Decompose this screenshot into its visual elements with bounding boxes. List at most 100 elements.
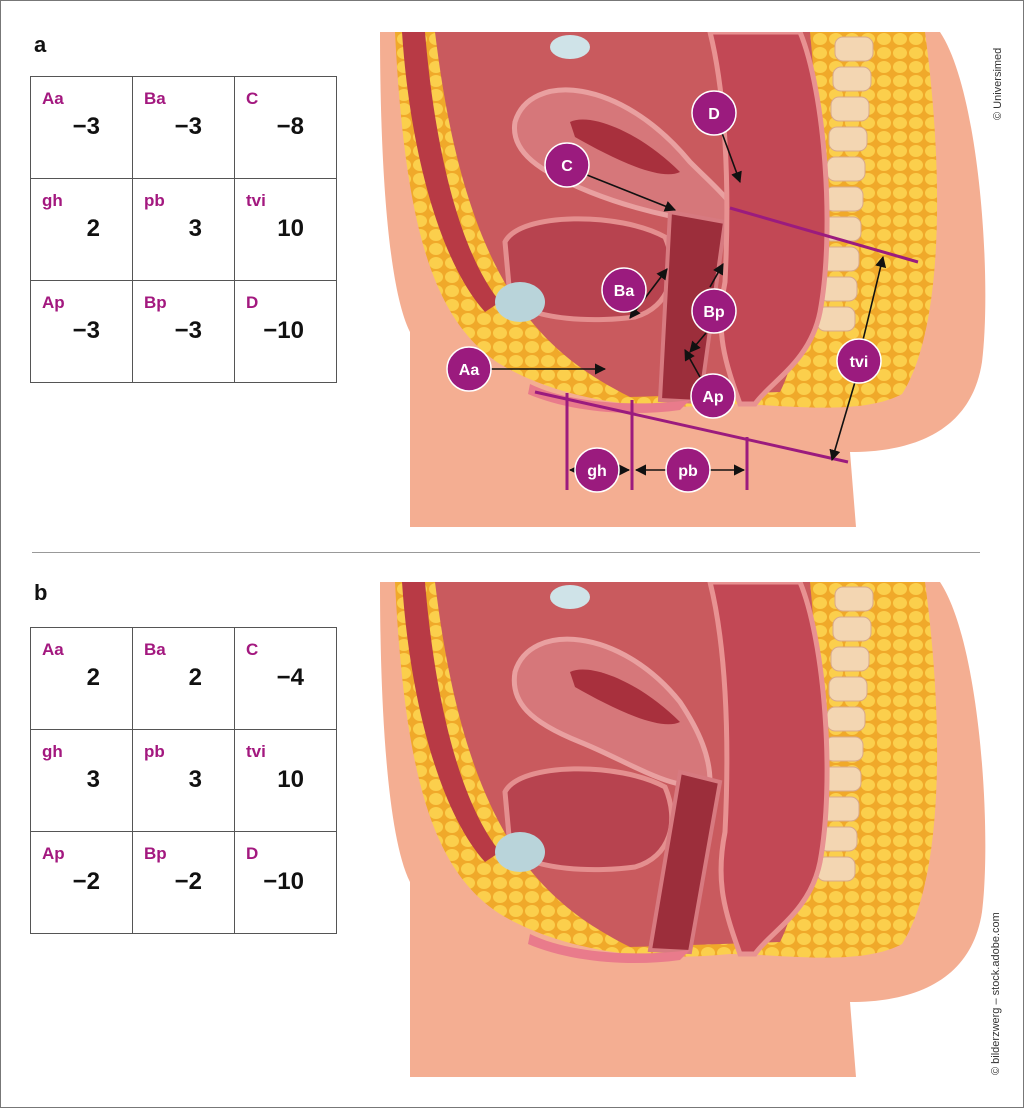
credit-universimed: © Universimed <box>992 47 1004 120</box>
cell-value: −3 <box>72 113 100 140</box>
cell-value: 2 <box>188 664 202 691</box>
marker-circle <box>601 267 647 313</box>
measure-line <box>721 132 742 184</box>
cell-value: −3 <box>174 317 202 344</box>
cell-label: gh <box>42 191 63 210</box>
cell-value: −3 <box>72 317 100 344</box>
cell-label: pb <box>144 742 165 761</box>
marker-label: D <box>708 106 720 123</box>
marker-circle <box>691 90 737 136</box>
marker-c: C <box>544 142 590 188</box>
cell-value: 3 <box>188 766 202 793</box>
cell-value: 3 <box>86 766 100 793</box>
pop-q-cell: D−10 <box>234 280 337 383</box>
vertebra <box>828 126 868 152</box>
cell-label: Aa <box>42 89 64 108</box>
rectum <box>707 582 830 957</box>
cell-value: −10 <box>263 317 304 344</box>
pubic-bone <box>495 832 545 872</box>
cell-value: −10 <box>263 868 304 895</box>
cell-label: Aa <box>42 640 64 659</box>
ovary <box>550 35 590 59</box>
cell-label: Ap <box>42 844 65 863</box>
cell-value: 10 <box>277 215 304 242</box>
credit-stock: © bilderzwerg – stock.adobe.com <box>990 912 1002 1075</box>
cell-value: −2 <box>72 868 100 895</box>
measure-line <box>586 174 677 212</box>
marker-ba: Ba <box>601 267 647 313</box>
cell-label: Ba <box>144 640 166 659</box>
marker-label: Ap <box>702 389 724 406</box>
marker-circle <box>574 447 620 493</box>
marker-ap: Ap <box>690 373 736 419</box>
marker-circle <box>836 338 882 384</box>
cell-label: Bp <box>144 293 167 312</box>
marker-label: tvi <box>850 354 869 371</box>
panel-a-letter: a <box>34 32 47 57</box>
marker-label: Ba <box>614 283 635 300</box>
vertebra <box>832 616 872 642</box>
pop-q-cell: tvi 10 <box>234 178 337 281</box>
marker-label: Aa <box>459 362 480 379</box>
measure-line <box>689 332 707 353</box>
perineum <box>528 934 690 964</box>
panel-divider <box>32 552 980 553</box>
pop-q-cell: Ba−3 <box>132 76 235 179</box>
cell-value: −3 <box>174 113 202 140</box>
cell-value: 3 <box>188 215 202 242</box>
marker-d: D <box>691 90 737 136</box>
uterine-cavity <box>570 669 680 725</box>
cell-label: Ap <box>42 293 65 312</box>
cell-label: D <box>246 844 259 863</box>
pop-q-cell: Aa −3 <box>30 76 133 179</box>
pop-q-cell: Ap −2 <box>30 831 133 934</box>
abdominal-muscle <box>402 32 500 312</box>
vertebra <box>834 36 874 62</box>
cell-label: tvi <box>246 191 266 210</box>
cell-value: 2 <box>86 215 100 242</box>
anatomy-illustration-b <box>380 582 986 1077</box>
marker-label: Bp <box>703 304 725 321</box>
pop-q-cell: Bp −2 <box>132 831 235 934</box>
pubic-bone <box>495 282 545 322</box>
marker-pb: pb <box>665 447 711 493</box>
cell-label: Bp <box>144 844 167 863</box>
marker-circle <box>544 142 590 188</box>
pop-q-cell: D−10 <box>234 831 337 934</box>
measure-line <box>709 263 724 288</box>
cell-value: −4 <box>276 664 304 691</box>
vagina <box>647 769 723 955</box>
vertebra <box>830 646 870 672</box>
abdominal-muscle <box>402 582 500 862</box>
ovary <box>550 585 590 609</box>
pop-q-cell: pb 3 <box>132 178 235 281</box>
pop-q-cell: Ba 2 <box>132 627 235 730</box>
cell-value: 10 <box>277 766 304 793</box>
cell-label: C <box>246 640 259 659</box>
vertebra <box>832 66 872 92</box>
vertebra <box>824 186 864 212</box>
pop-q-cell: pb 3 <box>132 729 235 832</box>
cell-label: D <box>246 293 259 312</box>
cell-value: −8 <box>276 113 304 140</box>
marker-tvi: tvi <box>836 338 882 384</box>
cell-value: −2 <box>174 868 202 895</box>
uterine-cavity <box>570 119 680 175</box>
marker-circle <box>691 288 737 334</box>
marker-circle <box>665 447 711 493</box>
vertebra <box>828 676 868 702</box>
measure-line <box>862 255 887 341</box>
marker-label: gh <box>587 463 607 480</box>
measure-line <box>684 349 701 378</box>
cell-label: tvi <box>246 742 266 761</box>
marker-gh: gh <box>574 447 620 493</box>
cell-label: pb <box>144 191 165 210</box>
marker-aa: Aa <box>446 346 492 392</box>
pop-q-cell: C −4 <box>234 627 337 730</box>
measure-line <box>729 206 919 264</box>
